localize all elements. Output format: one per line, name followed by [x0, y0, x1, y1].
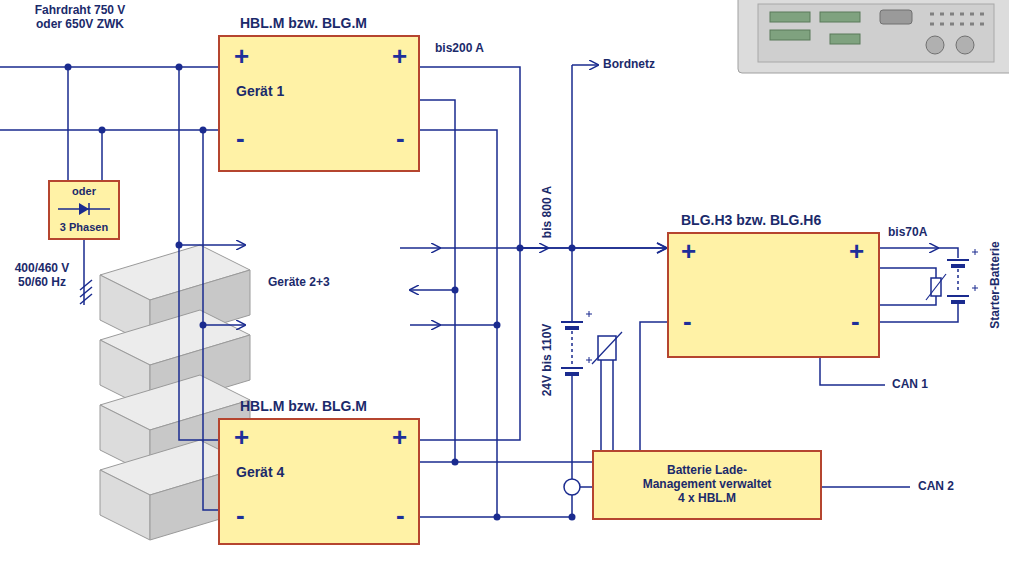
device-front: [100, 470, 150, 540]
box-heading: BLG.H3 bzw. BLG.H6: [681, 212, 821, 228]
wire-connector: [420, 248, 667, 440]
terminal-sign: +: [681, 238, 696, 264]
current-sensor: [564, 479, 580, 495]
diode-triangle: [79, 203, 89, 215]
output-label: Bordnetz: [603, 58, 655, 72]
battery-plate: [947, 295, 969, 297]
device-socket: [926, 36, 944, 54]
thermistor-symbol: [926, 274, 946, 300]
arrow: [410, 289, 455, 291]
supply-label: 400/460 V 50/60 Hz: [8, 262, 76, 290]
battery-plate: [951, 300, 965, 304]
device-panel: [758, 4, 994, 62]
device-photo: [738, 0, 1009, 73]
vent-holes: [930, 14, 984, 24]
terminal-sign: -: [236, 125, 245, 151]
rectifier-box: oder 3 Phasen: [48, 180, 120, 240]
plus-mark: [972, 249, 978, 291]
wire-connector: [420, 461, 592, 463]
terminal-sign: -: [683, 308, 692, 334]
terminal-sign: +: [234, 43, 249, 69]
box-heading: HBL.M bzw. BLG.M: [240, 15, 367, 31]
arrow: [410, 324, 440, 326]
device-socket: [956, 36, 974, 54]
terminal-sign: +: [234, 424, 249, 450]
diode-line: [58, 203, 110, 215]
box-text: 3 Phasen: [50, 221, 118, 234]
battery-dash: [957, 269, 959, 292]
box-text: oder: [50, 185, 118, 198]
device-connector: [770, 12, 810, 22]
junction-dot: [494, 322, 501, 329]
terminal-sign: +: [392, 43, 407, 69]
wire-connector: [640, 322, 667, 450]
voltage-label: 24V bis 110V: [541, 324, 555, 397]
device-connector: [830, 34, 860, 44]
junction-dot: [494, 514, 501, 521]
terminal-sign: -: [396, 502, 405, 528]
battery-plate: [561, 321, 583, 323]
thermistor-slash: [926, 274, 946, 300]
device-name: Gerät 4: [236, 464, 284, 480]
device-connector: [820, 12, 860, 22]
battery-plate: [947, 259, 969, 261]
converter-box: HBL.M bzw. BLG.M+Gerät 4-+-: [218, 418, 420, 545]
diode-symbol: [50, 200, 118, 218]
arrow: [880, 247, 938, 249]
junction-dot: [200, 322, 207, 329]
terminal-sign: -: [396, 125, 405, 151]
management-box: Batterie Lade-Management verwaltet 4 x H…: [592, 450, 822, 520]
battery-symbol: [947, 249, 978, 302]
thermistor-symbol: [592, 332, 622, 364]
junction-dot: [176, 64, 183, 71]
three-phase-symbol: [80, 280, 92, 304]
junction-dot: [176, 242, 183, 249]
current-label: bis200 A: [435, 42, 484, 56]
battery-plate: [951, 264, 965, 268]
arrow: [572, 64, 598, 66]
device-connector: [770, 30, 810, 40]
device-name: Gerät 1: [236, 83, 284, 99]
terminal-sign: +: [849, 238, 864, 264]
bus-label: CAN 2: [918, 480, 954, 494]
plus-mark: [586, 311, 592, 363]
arrow: [203, 324, 245, 326]
battery-plate: [565, 326, 579, 330]
junction-dot: [569, 514, 576, 521]
device-housing: [738, 0, 1009, 73]
terminal-sign: -: [851, 308, 860, 334]
arrow: [179, 244, 245, 246]
terminal-sign: -: [236, 502, 245, 528]
arrow-head: [657, 243, 667, 253]
junction-dot: [65, 64, 72, 71]
converter-box: HBL.M bzw. BLG.M+Gerät 1-+-: [218, 35, 420, 172]
dsub-connector: [880, 10, 912, 24]
current-label: bis70A: [888, 226, 927, 240]
current-label: bis 800 A: [541, 186, 555, 238]
arrow: [400, 247, 440, 249]
battery-symbol: [561, 311, 592, 374]
junction-dot: [99, 127, 106, 134]
junction-dot: [200, 127, 207, 134]
device-label: Geräte 2+3: [268, 276, 330, 290]
thermistor-slash: [592, 332, 622, 364]
terminal-sign: +: [392, 424, 407, 450]
battery-plate: [565, 372, 579, 376]
supply-label: Fahrdraht 750 V oder 650V ZWK: [20, 4, 140, 32]
box-heading: HBL.M bzw. BLG.M: [240, 398, 367, 414]
battery-label: Starter-Batterie: [989, 241, 1003, 328]
battery-dash: [571, 331, 573, 364]
wire-connector: [420, 67, 667, 248]
junction-dot: [452, 287, 459, 294]
charger-box: BLG.H3 bzw. BLG.H6++--: [667, 232, 880, 358]
box-text: Batterie Lade-Management verwaltet 4 x H…: [594, 464, 820, 505]
battery-plate: [561, 367, 583, 369]
bus-label: CAN 1: [892, 378, 928, 392]
